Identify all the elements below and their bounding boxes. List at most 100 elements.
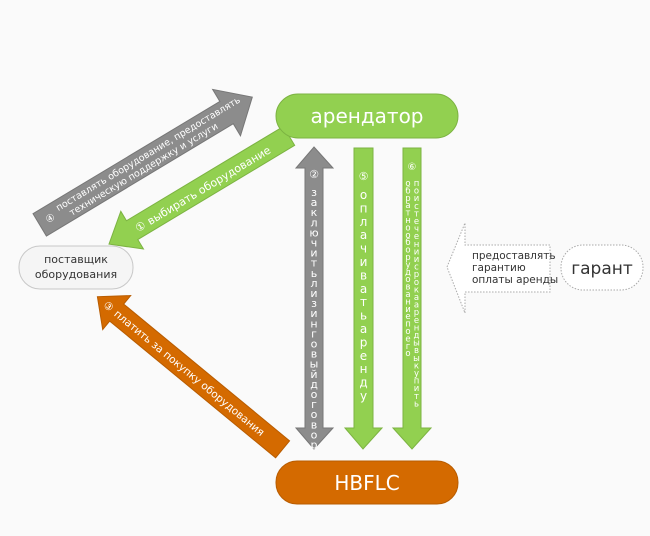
arrow-5-label-letter: т (360, 295, 367, 309)
arrow-5-label-letter: и (360, 255, 368, 269)
lessor-label: HBFLC (334, 471, 399, 495)
arrow-5-number: ⑤ (359, 170, 369, 183)
arrow-6-col2-letter: ь (414, 399, 419, 409)
lessor-pill (275, 460, 459, 505)
arrow-4-shape (32, 88, 253, 237)
arrow-6-col2-letter: т (414, 209, 419, 219)
arrow-6-col2-letter: и (414, 255, 420, 265)
arrow-2-label-letter: ь (311, 267, 317, 280)
arrow-5-label-letter: д (359, 376, 367, 390)
arrow-2-label-letter: в (311, 348, 317, 361)
lessee-node: арендатор (275, 93, 459, 139)
arrow-5-label-letter: а (360, 228, 367, 242)
arrow-6-col1-letter: д (405, 268, 411, 278)
arrow-6-col1-letter: н (405, 297, 411, 307)
arrow-2-label-letter: о (311, 408, 318, 421)
guarantor-node: гарант (560, 244, 644, 291)
arrow-2-label-letter: к (311, 206, 318, 219)
arrow-6-col2-letter: с (414, 263, 419, 273)
arrow-6-col1-letter: о (405, 275, 410, 285)
arrow-3-shape (96, 295, 291, 459)
arrow-5-label-letter: е (360, 349, 367, 363)
arrow-6-col1-letter: р (405, 253, 410, 263)
arrow-6-col1-letter: н (405, 216, 411, 226)
arrow-2-label-letter: л (310, 216, 317, 229)
supplier-label-line1: поставщик (44, 253, 108, 266)
arrow-6-col2-letter: т (414, 392, 419, 402)
arrow-6-col1-letter: а (405, 201, 410, 211)
arrow-6-col2-letter: р (414, 270, 419, 280)
guarantee-arrow: предоставлять гарантию оплаты аренды (446, 222, 558, 314)
arrow-2-label-letter: ы (310, 358, 319, 371)
arrow-6-shape (391, 147, 433, 450)
guarantee-arrow-shape (446, 222, 551, 314)
arrow-6-col2-letter: е (414, 316, 419, 326)
lessor-node: HBFLC (275, 460, 459, 505)
arrow-2-label-letter: и (310, 307, 317, 320)
arrow-2-label-letter: д (310, 378, 318, 391)
arrow-6-col1-letter: б (405, 186, 410, 196)
arrow-6-col1-letter: а (405, 290, 410, 300)
arrow-6-col2-letter: е (414, 217, 419, 227)
arrow-6-col2-letter: е (414, 232, 419, 242)
arrow-6-col1-letter: о (405, 246, 410, 256)
arrow-6-col2-letter: к (414, 361, 419, 371)
arrow-6-col1-letter: о (405, 223, 410, 233)
arrow-5-label-letter: ч (360, 242, 367, 256)
arrow-2-label-letter: о (311, 428, 318, 441)
arrow-6-col2-letter: с (414, 202, 419, 212)
arrow-5-label-letter: п (360, 201, 368, 215)
arrow-6-col1-letter: о (405, 179, 410, 189)
arrow-6-col2-letter: ы (413, 354, 420, 364)
arrow-6-col2-letter: ч (414, 225, 419, 235)
arrow-6-col2-letter: и (414, 384, 420, 394)
arrow-6-col2-letter: и (414, 194, 420, 204)
arrow-2-label-letter: л (310, 277, 317, 290)
arrow-6-col2-letter: н (414, 323, 420, 333)
arrow-2-label-letter: о (311, 388, 318, 401)
supplier-pill (18, 245, 134, 290)
arrow-6-col1-letter: у (405, 260, 410, 270)
lessee-label: арендатор (311, 104, 424, 128)
arrow-5-label-letter: л (360, 215, 368, 229)
arrow-5-shape (343, 147, 384, 450)
arrow-6-col1-letter: р (405, 194, 410, 204)
arrow-5-label-letter: о (360, 188, 367, 202)
arrow-5-label-letter: у (360, 389, 367, 403)
arrow-2-label-letter: а (311, 196, 318, 209)
arrow-6-col2-letter: р (414, 308, 419, 318)
arrow-6-col1-letter: и (405, 305, 411, 315)
arrow-2-label-letter: г (311, 398, 317, 411)
arrow-6-col1-letter: е (405, 312, 410, 322)
arrow-6-col2-letter: и (414, 247, 420, 257)
arrow-6-col2-letter: н (414, 240, 420, 250)
arrow-5-label-letter: р (360, 335, 368, 349)
guarantor-label: гарант (571, 259, 633, 279)
arrow-2-label-letter: т (311, 257, 318, 270)
arrow-5-label-letter: ь (360, 309, 367, 323)
guarantee-label-line3: оплаты аренды (472, 274, 558, 286)
arrow-6-col1-letter: о (405, 327, 410, 337)
arrow-6-col1-letter: е (405, 334, 410, 344)
arrow-2-number: ② (309, 168, 319, 181)
arrow-5-label-letter: н (360, 362, 368, 376)
supplier-node: поставщик оборудования (18, 245, 134, 290)
arrow-6-col2-letter: в (414, 346, 419, 356)
arrow-2-label-letter: з (311, 186, 317, 199)
arrow-6-col2-letter: ы (413, 339, 420, 349)
supplier-label-line2: оборудования (35, 268, 117, 281)
arrow-6-col1-letter: о (405, 231, 410, 241)
arrow-2-label-letter: г (311, 327, 317, 340)
arrow-6-col2-letter: п (414, 179, 420, 189)
arrow-2-label-letter: з (311, 297, 317, 310)
arrow-6-col2-letter: а (414, 293, 419, 303)
arrow-6-col2-letter: о (414, 187, 419, 197)
arrow-6-col2-letter: п (414, 377, 420, 387)
arrow-2-label-letter: й (310, 368, 317, 381)
arrow-1-shape (108, 125, 296, 250)
